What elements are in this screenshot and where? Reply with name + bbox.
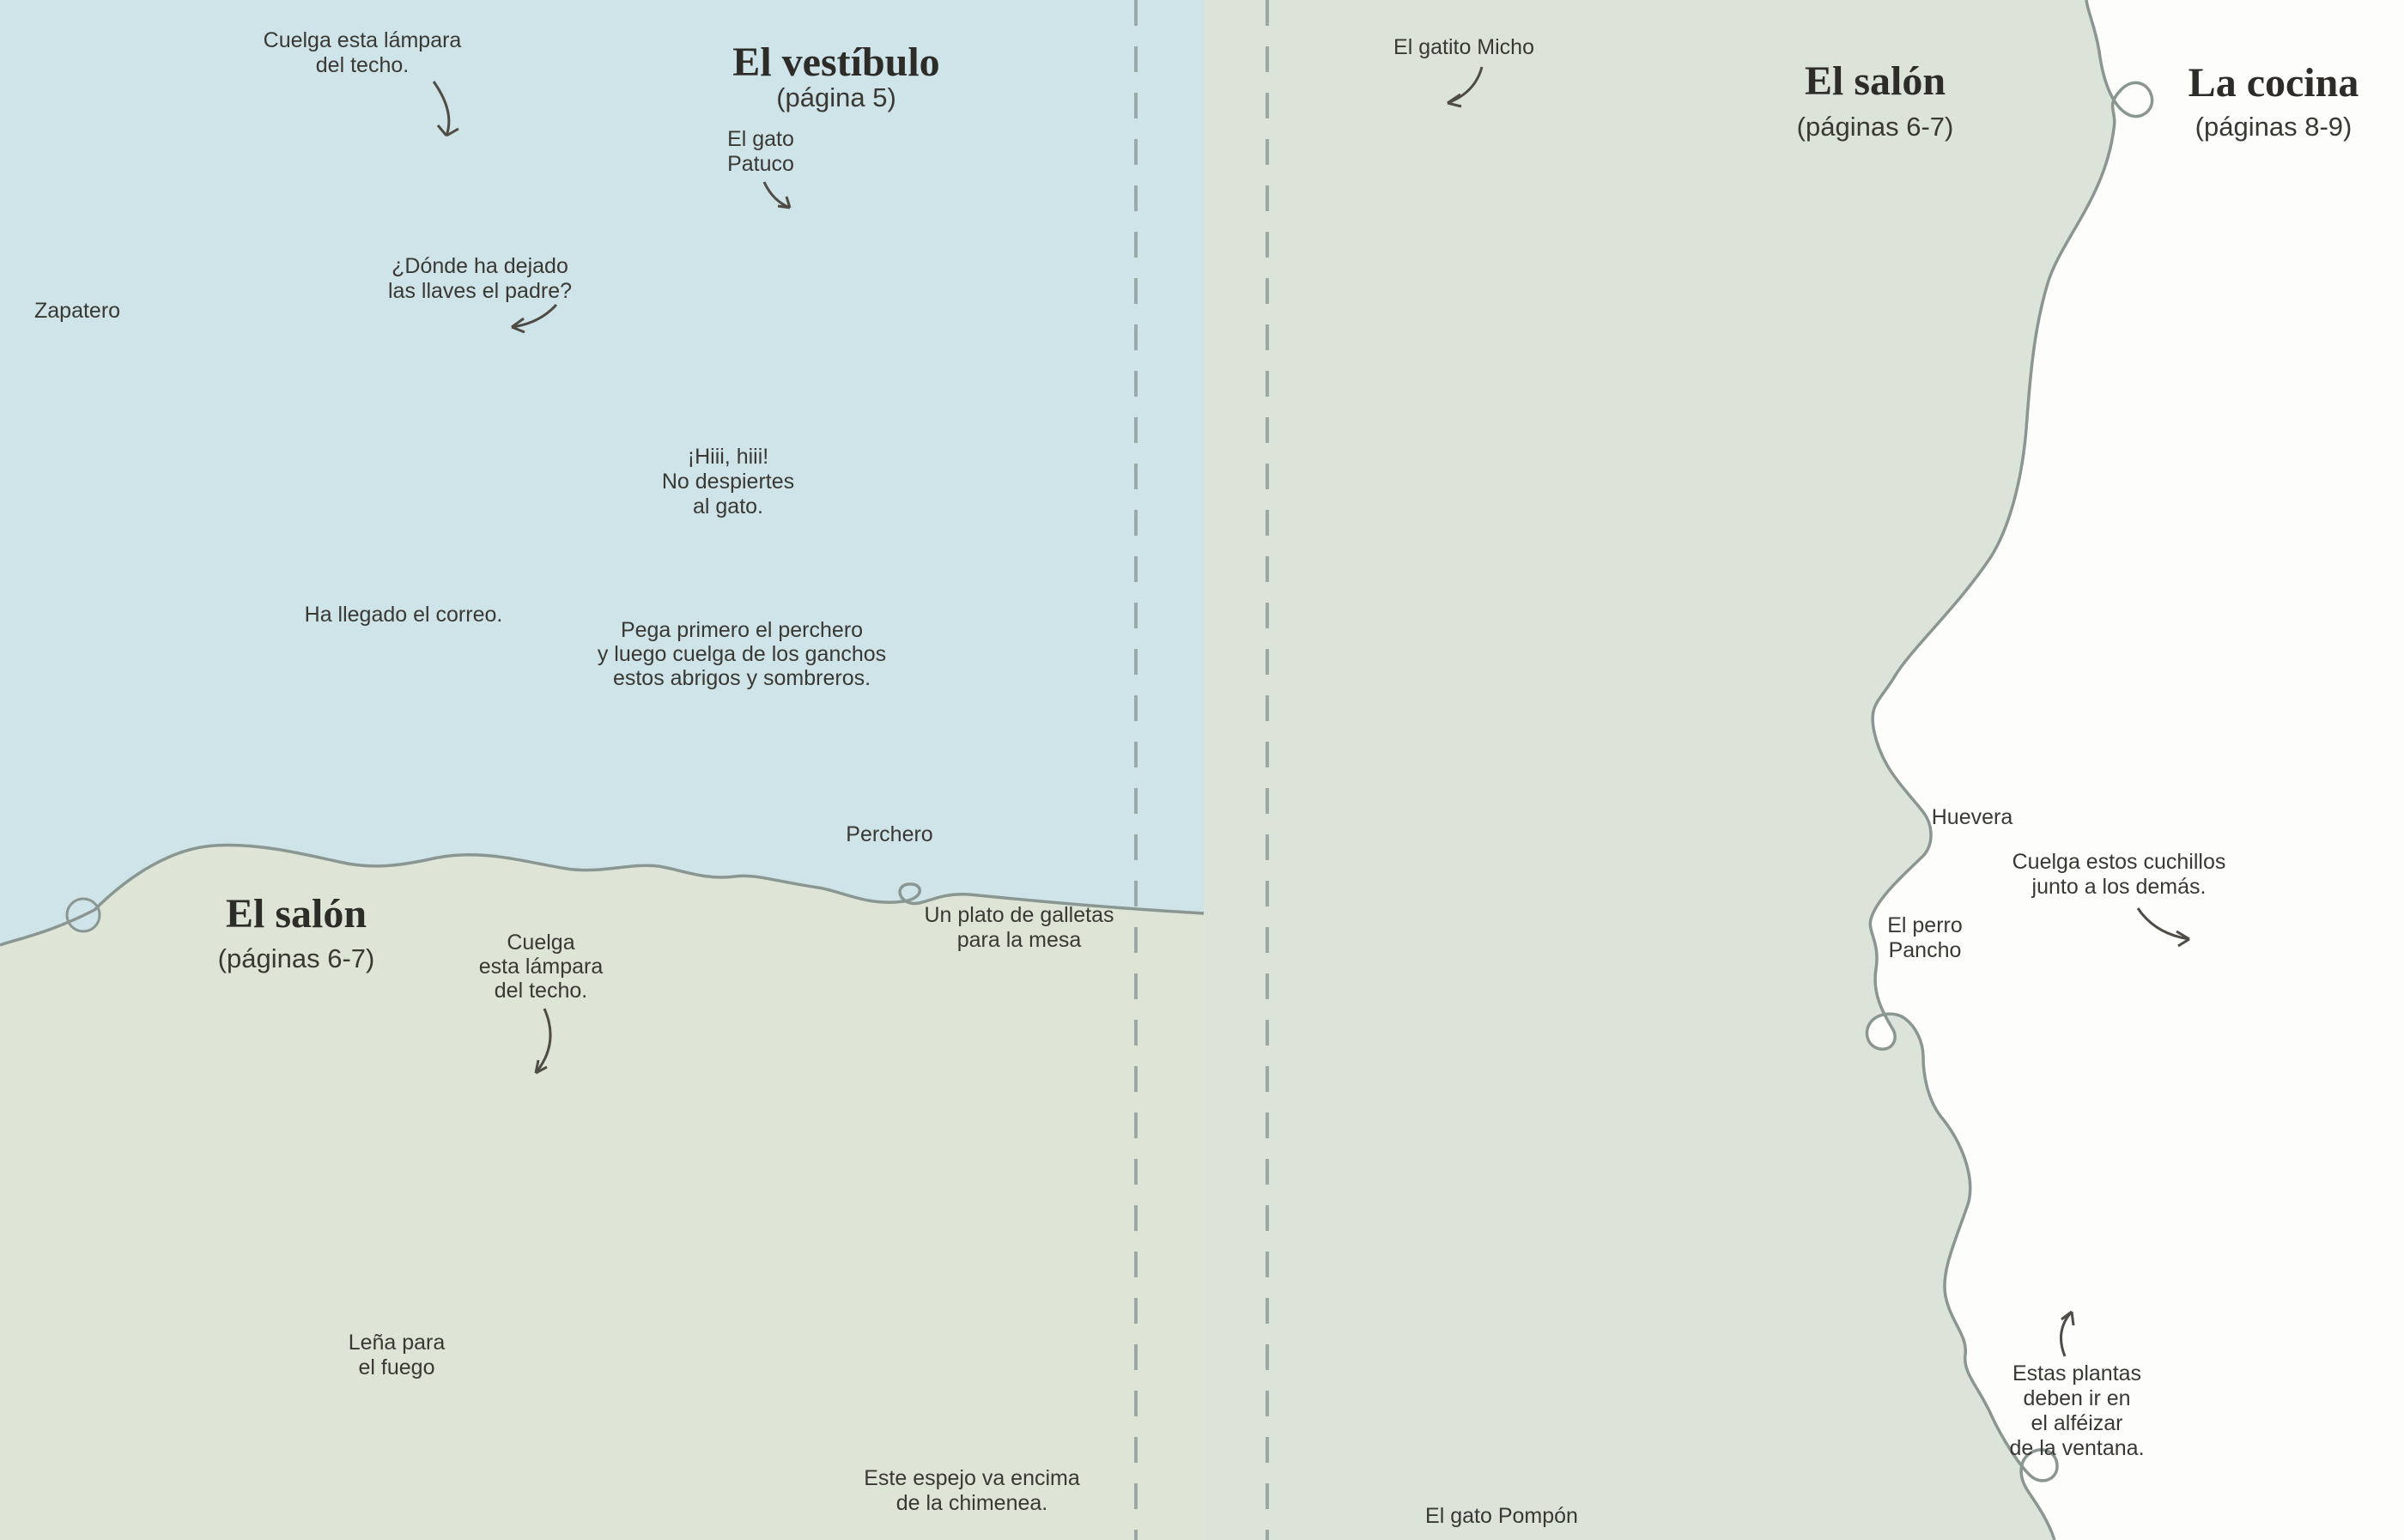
svg-text:Estas plantas: Estas plantas <box>2012 1361 2141 1385</box>
svg-text:Cuelga estos cuchillos: Cuelga estos cuchillos <box>2012 850 2226 874</box>
svg-text:del techo.: del techo. <box>495 979 587 1003</box>
svg-text:Cuelga esta lámpara: Cuelga esta lámpara <box>264 28 462 52</box>
svg-text:Cuelga: Cuelga <box>507 931 574 955</box>
svg-text:El gato Pompón: El gato Pompón <box>1425 1504 1578 1528</box>
svg-text:de la chimenea.: de la chimenea. <box>896 1491 1048 1515</box>
svg-text:(páginas 8-9): (páginas 8-9) <box>2195 112 2352 142</box>
svg-text:El gato: El gato <box>727 127 794 151</box>
svg-text:y luego cuelga de los ganchos: y luego cuelga de los ganchos <box>598 642 886 666</box>
svg-text:Patuco: Patuco <box>727 152 794 176</box>
svg-text:estos abrigos y sombreros.: estos abrigos y sombreros. <box>613 666 871 690</box>
svg-text:para la mesa: para la mesa <box>957 928 1082 952</box>
svg-text:(páginas 6-7): (páginas 6-7) <box>1797 112 1954 142</box>
svg-text:Este espejo va encima: Este espejo va encima <box>864 1466 1080 1490</box>
svg-text:Un plato de galletas: Un plato de galletas <box>925 903 1114 927</box>
svg-text:de la ventana.: de la ventana. <box>2009 1436 2144 1460</box>
svg-text:Huevera: Huevera <box>1932 805 2013 829</box>
svg-text:Perchero: Perchero <box>846 822 932 846</box>
svg-text:deben ir en: deben ir en <box>2023 1386 2130 1410</box>
svg-text:El salón: El salón <box>226 891 367 937</box>
svg-text:esta lámpara: esta lámpara <box>479 955 604 979</box>
svg-text:(página 5): (página 5) <box>776 82 896 112</box>
svg-text:(páginas 6-7): (páginas 6-7) <box>218 943 375 973</box>
svg-text:No despiertes: No despiertes <box>662 470 794 494</box>
svg-text:Zapatero: Zapatero <box>34 299 120 323</box>
svg-text:El perro: El perro <box>1887 913 1963 937</box>
svg-text:al gato.: al gato. <box>693 494 763 518</box>
svg-text:El gatito Micho: El gatito Micho <box>1393 35 1534 59</box>
svg-text:¡Hiii, hiii!: ¡Hiii, hiii! <box>688 445 768 469</box>
svg-text:Ha llegado el correo.: Ha llegado el correo. <box>305 603 503 627</box>
svg-text:el fuego: el fuego <box>359 1355 435 1379</box>
svg-text:el alféizar: el alféizar <box>2031 1411 2123 1435</box>
svg-text:¿Dónde ha dejado: ¿Dónde ha dejado <box>392 254 568 278</box>
svg-text:Pancho: Pancho <box>1889 938 1962 962</box>
svg-text:La cocina: La cocina <box>2188 60 2359 106</box>
svg-text:Leña para: Leña para <box>349 1331 446 1355</box>
svg-text:junto a los demás.: junto a los demás. <box>2031 875 2207 899</box>
svg-text:las llaves el padre?: las llaves el padre? <box>388 279 572 303</box>
svg-text:El vestíbulo: El vestíbulo <box>732 39 939 85</box>
svg-text:El salón: El salón <box>1805 58 1946 104</box>
svg-text:del techo.: del techo. <box>316 53 409 77</box>
svg-text:Pega primero el perchero: Pega primero el perchero <box>621 618 863 642</box>
